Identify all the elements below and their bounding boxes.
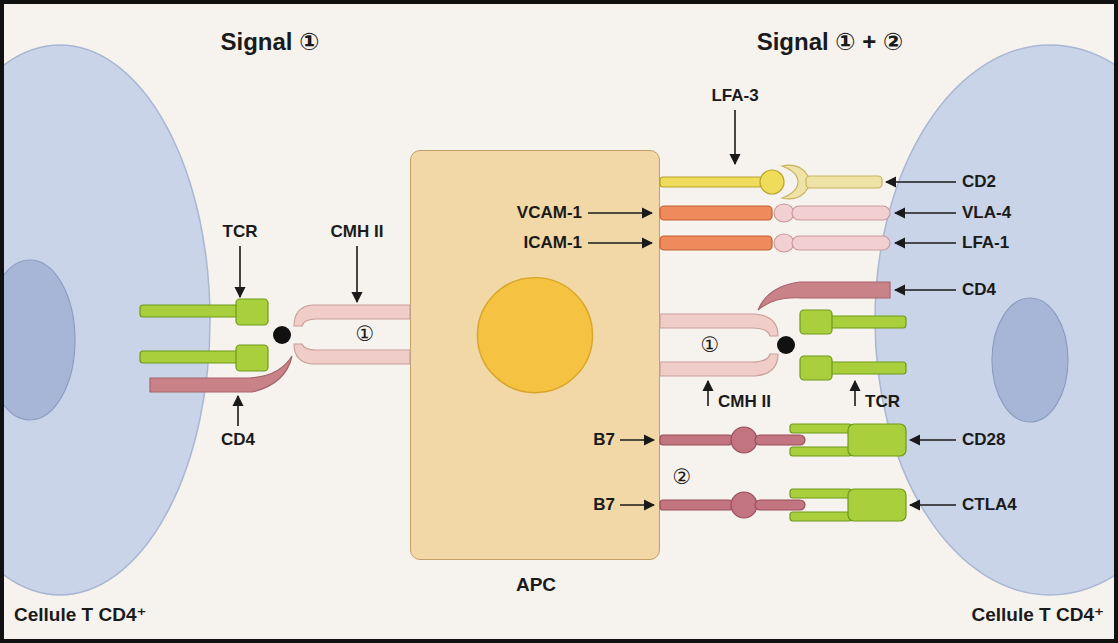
molecule-label: CMH II: [718, 392, 771, 412]
cell-shape: [0, 45, 210, 595]
vcam1-molecule: [660, 206, 772, 220]
b7-molecule: [660, 427, 805, 453]
callout-number: ①: [701, 332, 720, 358]
molecule-label: TCR: [223, 222, 258, 242]
cell-membrane: [875, 45, 1118, 595]
callout-number: ①: [356, 321, 375, 347]
b7-molecule: [660, 492, 805, 518]
molecule-label: CD4: [962, 280, 996, 300]
cell-nucleus: [0, 260, 75, 420]
cell-name: APC: [516, 573, 556, 597]
cell-nucleus: [992, 298, 1068, 422]
molecule-label: VCAM-1: [517, 203, 582, 223]
lfa3-molecule: [660, 170, 784, 194]
molecule-label: CD2: [962, 172, 996, 192]
t-cell: Cellule T CD4⁺: [0, 45, 210, 595]
molecule-label: ICAM-1: [523, 233, 582, 253]
mhc-left: [294, 305, 410, 364]
mhc-right: [660, 314, 778, 376]
molecule-label: CMH II: [331, 222, 384, 242]
molecule-label: TCR: [865, 392, 900, 412]
molecule-label: B7: [593, 495, 615, 515]
apc-nucleus: [477, 278, 592, 393]
molecule-label: LFA-1: [962, 233, 1009, 253]
vla4-molecule: [774, 204, 890, 222]
cell-name: Cellule T CD4⁺: [972, 603, 1105, 627]
molecule-label: CD4: [221, 430, 255, 450]
cd4-right: [758, 282, 890, 310]
cd4-left: [150, 356, 292, 392]
icam1-molecule: [660, 236, 772, 250]
cd28-molecule: [790, 424, 906, 456]
peptide-dot: [777, 336, 795, 354]
callout-number: ②: [673, 464, 692, 490]
molecule-label: B7: [593, 430, 615, 450]
ctla4-molecule: [790, 489, 906, 521]
cell-membrane: [0, 45, 210, 595]
tcr-right: [800, 310, 906, 380]
signal-heading: Signal ①: [221, 28, 320, 56]
cd2-molecule: [782, 165, 882, 199]
tcr-left: [140, 299, 268, 371]
peptide-dot: [273, 326, 291, 344]
signal-heading: Signal ① + ②: [757, 28, 904, 56]
molecule-label: VLA-4: [962, 203, 1011, 223]
molecule-label: CD28: [962, 430, 1005, 450]
cell-name: Cellule T CD4⁺: [14, 603, 147, 627]
lfa1-molecule: [774, 234, 890, 252]
leader-arrows: [238, 110, 956, 505]
molecule-label: LFA-3: [711, 86, 758, 106]
molecule-label: CTLA4: [962, 495, 1017, 515]
